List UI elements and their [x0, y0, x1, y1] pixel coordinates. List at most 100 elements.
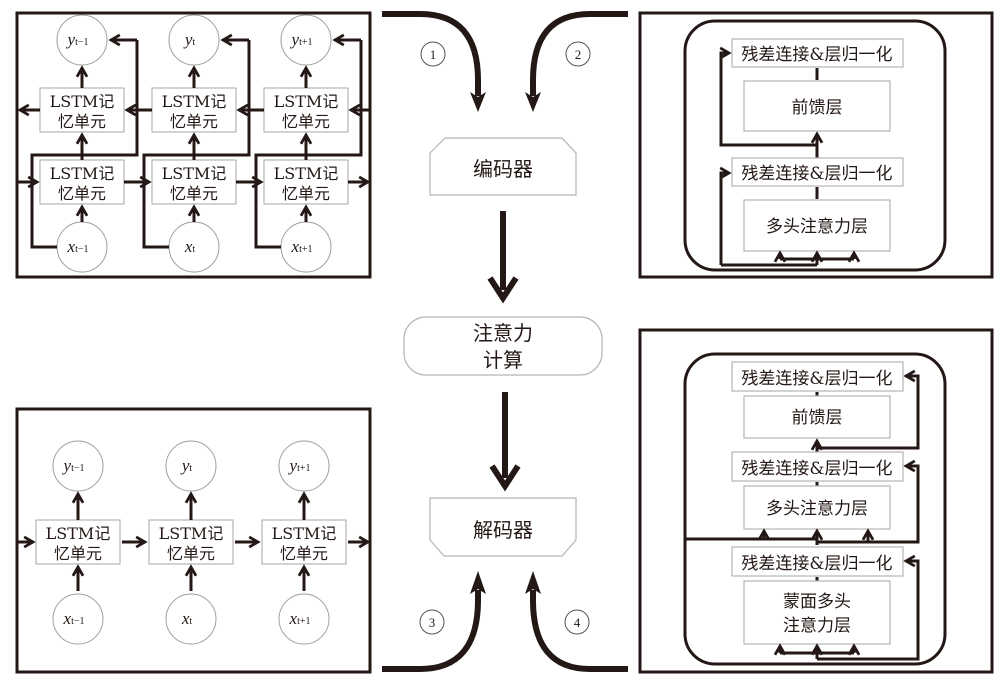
flow-arrow-4	[530, 590, 628, 672]
flow-arrow-3	[382, 590, 481, 672]
output-node	[56, 14, 108, 66]
lstm-cell-label-line2: 忆单元	[54, 544, 102, 563]
add-norm-box	[731, 361, 904, 392]
lstm-cell-label-line1: LSTM记	[272, 524, 337, 543]
input-node-label: xt	[184, 237, 196, 256]
lstm-cell-label-line2: 忆单元	[170, 184, 218, 203]
input-node-label: xt−1	[63, 609, 85, 628]
feed-forward-label: 前馈层	[792, 98, 843, 118]
add-norm-box	[731, 38, 904, 68]
lstm-decoder-panel: yt−1xt−1LSTM记忆单元ytxtLSTM记忆单元yt+1xt+1LSTM…	[15, 407, 372, 674]
lstm-cell-label-line2: 忆单元	[167, 544, 215, 563]
lstm-cell-label-line2: 忆单元	[282, 112, 330, 131]
masked-attention-label-line2: 注意力层	[783, 616, 851, 636]
lstm-cell	[35, 519, 121, 565]
lstm-cell-label-line1: LSTM记	[162, 92, 227, 111]
lstm-cell-label-line2: 忆单元	[170, 112, 218, 131]
output-node-label: yt−1	[62, 456, 85, 475]
backward-lstm-cell	[263, 87, 349, 133]
forward-to-output-line	[304, 40, 363, 160]
attention-box	[403, 316, 603, 376]
decoder-layer-outline	[683, 352, 947, 666]
feed-forward-label: 前馈层	[792, 408, 843, 428]
output-node-label: yt−1	[66, 30, 89, 49]
flow-arrow-1	[382, 11, 481, 96]
flow-arrowhead	[489, 464, 521, 492]
lstm-cell-label-line1: LSTM记	[274, 164, 339, 183]
lstm-encoder-panel: yt−1xt−1LSTM记忆单元LSTM记忆单元ytxtLSTM记忆单元LSTM…	[15, 11, 372, 279]
backward-lstm-cell	[151, 87, 237, 133]
flow-marker-2-label: 2	[575, 47, 582, 62]
decoder-box	[429, 497, 577, 557]
multi-head-attention-label: 多头注意力层	[766, 499, 868, 519]
residual-arrow	[721, 53, 817, 147]
encoder-layer-outline	[683, 19, 947, 272]
flow-arrowhead	[525, 571, 541, 594]
multi-head-attention-label: 多头注意力层	[766, 217, 868, 237]
input-node-label: xt	[181, 609, 193, 628]
input-node	[165, 593, 217, 645]
output-node	[165, 440, 217, 492]
flow-marker-3	[419, 609, 445, 635]
add-norm-box	[731, 157, 904, 187]
multi-head-attention-box	[743, 199, 891, 252]
feed-forward-box	[743, 395, 891, 439]
lstm-cell-label-line1: LSTM记	[274, 92, 339, 111]
flow-arrowhead	[470, 92, 486, 112]
flow-marker-1	[420, 41, 446, 67]
add-norm-label: 残差连接&层归一化	[741, 164, 892, 184]
output-node	[168, 14, 220, 66]
transformer-decoder-panel: 残差连接&层归一化 前馈层 残差连接&层归一化 多头注意力层 残差连接&层归一化…	[638, 328, 994, 674]
add-norm-label: 残差连接&层归一化	[741, 554, 892, 574]
input-to-backward-line	[142, 153, 194, 249]
masked-attention-label-line1: 蒙面多头	[783, 592, 851, 612]
forward-to-output-line	[80, 40, 139, 160]
add-norm-label: 残差连接&层归一化	[741, 459, 892, 479]
lstm-cell-label-line1: LSTM记	[46, 524, 111, 543]
lstm-cell-label-line1: LSTM记	[50, 92, 115, 111]
flow-marker-2	[565, 41, 591, 67]
input-node-label: xt+1	[291, 237, 313, 256]
residual-arrow	[817, 376, 920, 450]
panel-border	[15, 11, 372, 279]
output-node	[280, 14, 332, 66]
output-node	[278, 440, 330, 492]
flow-arrow-2	[530, 11, 628, 96]
forward-to-output-line	[192, 40, 251, 160]
residual-arrow	[721, 173, 729, 265]
center-flow: 1 2 编码器 注意力 计算 解码器 3 4	[382, 11, 628, 672]
input-to-backward-line	[254, 153, 306, 249]
lstm-cell-label-line1: LSTM记	[50, 164, 115, 183]
input-to-backward-line	[30, 153, 82, 249]
lstm-cell-label-line1: LSTM记	[159, 524, 224, 543]
forward-lstm-cell	[263, 159, 349, 205]
panel-border	[638, 11, 994, 279]
encoder-label: 编码器	[473, 157, 533, 181]
lstm-cell-label-line2: 忆单元	[282, 184, 330, 203]
lstm-cell-label-line2: 忆单元	[58, 184, 106, 203]
flow-marker-4-label: 4	[574, 615, 581, 630]
lstm-cell	[261, 519, 347, 565]
add-norm-box	[731, 546, 904, 577]
output-node-label: yt	[183, 30, 196, 49]
flow-arrowhead	[525, 92, 541, 112]
flow-marker-3-label: 3	[429, 615, 436, 630]
feed-forward-box	[743, 80, 891, 132]
add-norm-label: 残差连接&层归一化	[741, 369, 892, 389]
masked-attention-box	[743, 580, 891, 645]
residual-arrow	[817, 561, 920, 661]
flow-arrowhead	[470, 571, 486, 594]
flow-marker-1-label: 1	[430, 47, 437, 62]
lstm-cell-label-line2: 忆单元	[58, 112, 106, 131]
decoder-label: 解码器	[473, 518, 533, 542]
output-node-label: yt+1	[290, 30, 313, 49]
output-node	[52, 440, 104, 492]
panel-border	[638, 328, 994, 674]
residual-arrow	[817, 466, 920, 544]
input-node	[278, 593, 330, 645]
input-node-label: xt−1	[67, 237, 89, 256]
encoder-box	[429, 137, 577, 196]
transformer-encoder-panel: 残差连接&层归一化 前馈层 残差连接&层归一化 多头注意力层	[638, 11, 994, 279]
input-node-label: xt+1	[289, 609, 311, 628]
